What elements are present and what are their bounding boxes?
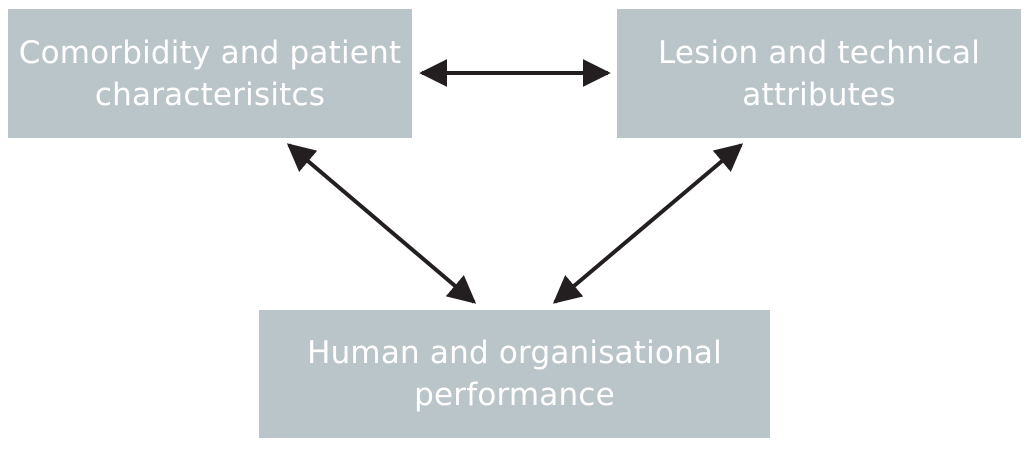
- node-human-organisational-performance: Human and organisational performance: [259, 310, 770, 438]
- arrow-lesion-human: [552, 143, 744, 304]
- node-label: Comorbidity and patient characterisitcs: [18, 34, 402, 113]
- node-comorbidity-patient-characteristics: Comorbidity and patient characterisitcs: [8, 9, 412, 138]
- node-label: Human and organisational performance: [307, 335, 722, 413]
- node-lesion-technical-attributes: Lesion and technical attributes: [617, 9, 1021, 138]
- arrow-comorbidity-human: [286, 143, 477, 304]
- node-label: Lesion and technical attributes: [657, 34, 981, 113]
